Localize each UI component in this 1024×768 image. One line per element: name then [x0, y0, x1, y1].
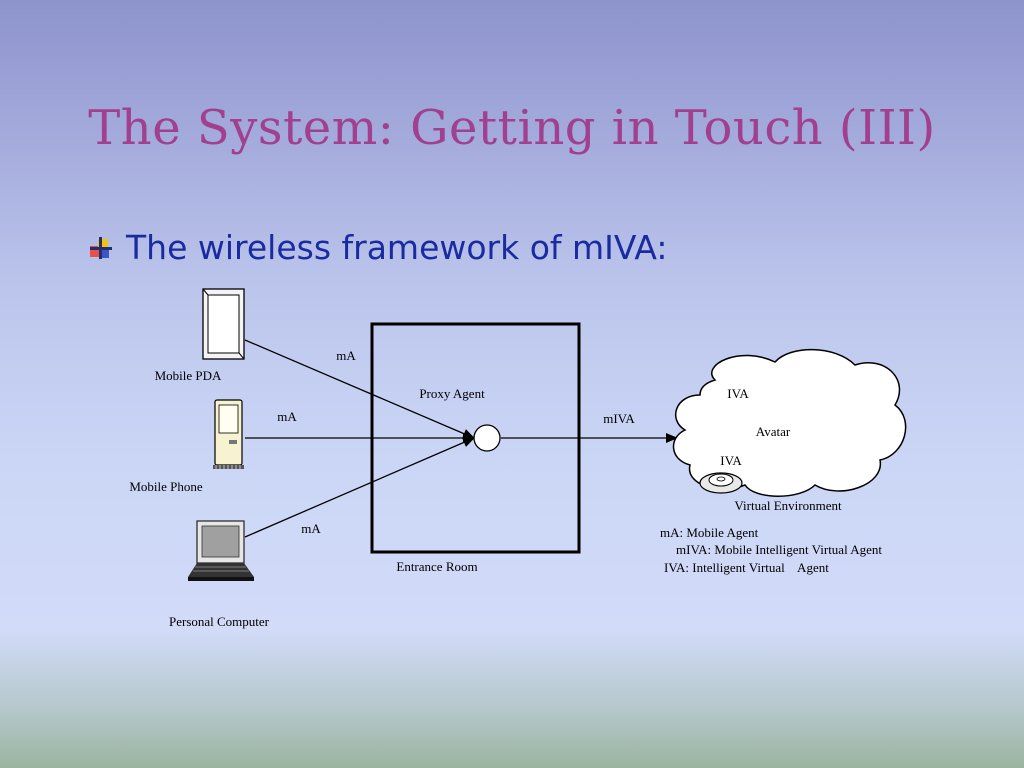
virtual-environment-label: Virtual Environment	[734, 498, 842, 513]
legend-item: mIVA: Mobile Intelligent Virtual Agent	[676, 542, 882, 557]
mobile-phone-icon	[213, 399, 244, 469]
output-edge-label: mIVA	[603, 411, 635, 426]
cloud-iva-top-label: IVA	[727, 386, 749, 401]
proxy-agent-label: Proxy Agent	[419, 386, 485, 401]
phone-edge-label: mA	[277, 409, 297, 424]
phone-label: Mobile Phone	[129, 479, 203, 494]
legend-item: mA: Mobile Agent	[660, 525, 759, 540]
disc-icon	[699, 472, 743, 494]
pc-edge-label: mA	[301, 521, 321, 536]
pc-label: Personal Computer	[169, 614, 270, 629]
pda-connection-line	[244, 339, 475, 439]
avatar-label: Avatar	[756, 424, 791, 439]
bullet-item: The wireless framework of mIVA:	[88, 228, 667, 267]
pc-connection-line	[244, 437, 475, 538]
virtual-environment-cloud	[672, 348, 907, 497]
entrance-room-label: Entrance Room	[396, 559, 477, 574]
pda-edge-label: mA	[336, 348, 356, 363]
laptop-icon	[188, 520, 254, 581]
legend-item: IVA: Intelligent Virtual Agent	[664, 560, 829, 575]
bullet-text: The wireless framework of mIVA:	[126, 228, 668, 267]
proxy-agent-node	[473, 424, 501, 452]
slide-title: The System: Getting in Touch (III)	[88, 100, 936, 156]
bullet-icon	[90, 236, 112, 259]
cloud-iva-lower-label: IVA	[720, 453, 742, 468]
pda-icon	[202, 288, 245, 360]
pda-label: Mobile PDA	[155, 368, 222, 383]
